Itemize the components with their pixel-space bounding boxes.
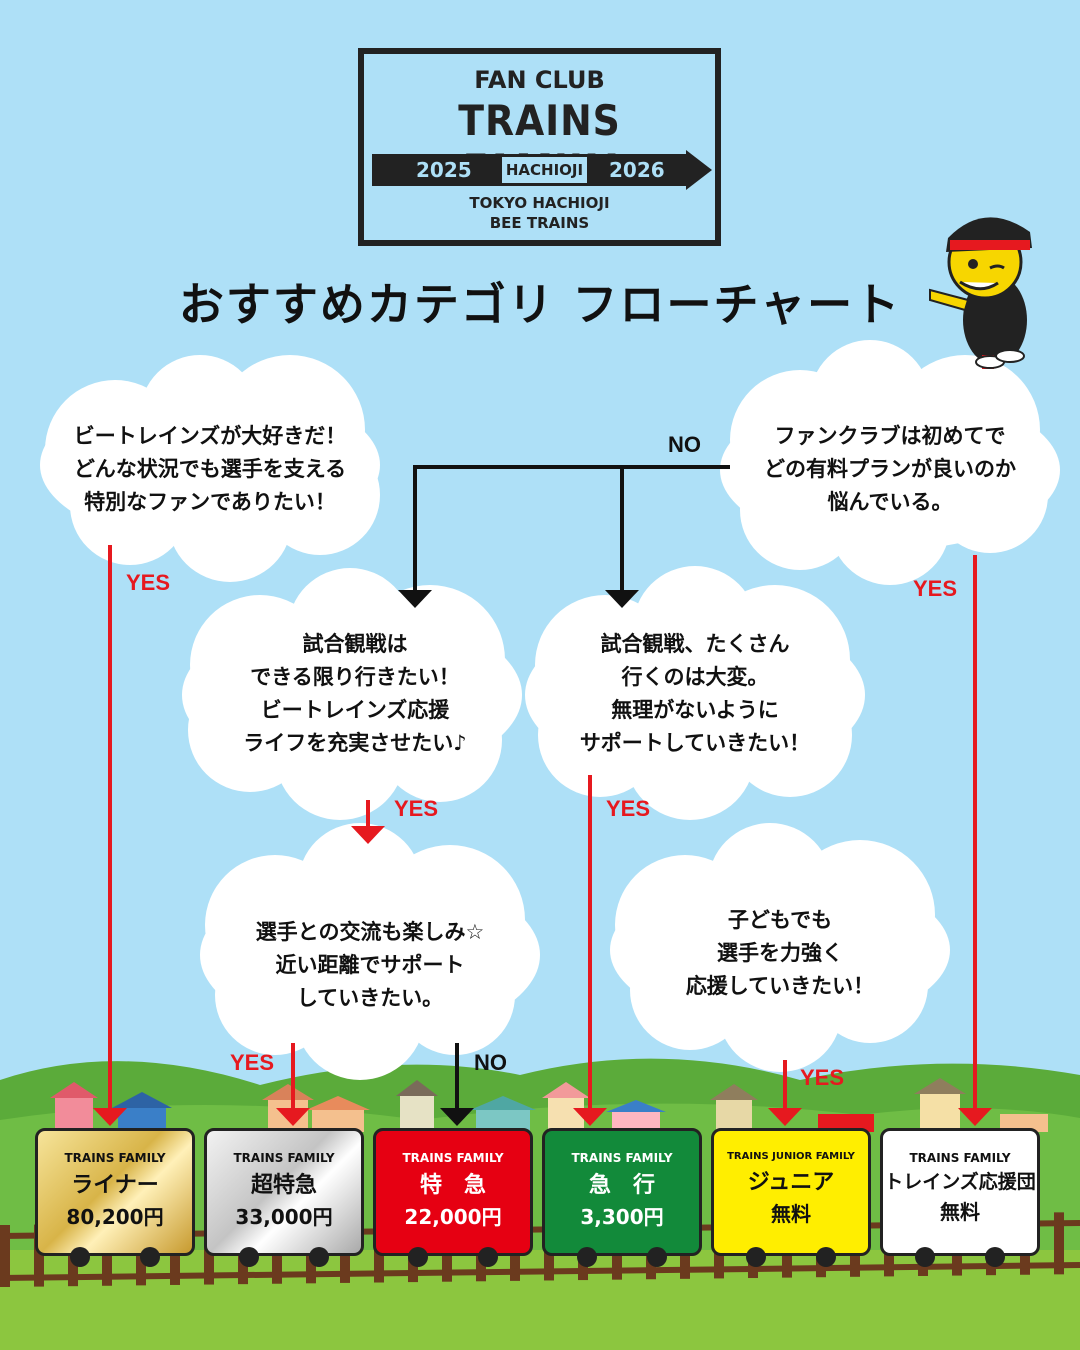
logo-team-line1: TOKYO HACHIOJI bbox=[469, 194, 610, 212]
car-name: 特 急 bbox=[419, 1173, 486, 1198]
q3-line: ライフを充実させたい♪ bbox=[243, 731, 467, 755]
wheel-icon bbox=[816, 1247, 836, 1267]
car-brand: TRAINS JUNIOR FAMILY bbox=[727, 1151, 855, 1162]
question-3: 試合観戦は できる限り行きたい！ ビートレインズ応援 ライフを充実させたい♪ bbox=[190, 628, 520, 760]
wheel-icon bbox=[478, 1247, 498, 1267]
yes-label-q6: YES bbox=[800, 1065, 845, 1090]
q4-line: 行くのは大変。 bbox=[621, 665, 769, 689]
bee-mascot-icon bbox=[929, 217, 1032, 369]
plan-car-supporters: TRAINS FAMILY トレインズ応援団 無料 bbox=[880, 1128, 1040, 1267]
q3-line: 試合観戦は bbox=[302, 632, 408, 656]
q3-line: できる限り行きたい！ bbox=[250, 665, 460, 689]
cloud-q4 bbox=[525, 566, 865, 820]
q2-line: どの有料プランが良いのか bbox=[764, 457, 1016, 481]
car-brand: TRAINS FAMILY bbox=[402, 1151, 504, 1165]
wheel-icon bbox=[70, 1247, 90, 1267]
q5-line: 近い距離でサポート bbox=[275, 953, 465, 977]
plan-car-junior: TRAINS JUNIOR FAMILY ジュニア 無料 bbox=[711, 1128, 871, 1267]
q5-line: 選手との交流も楽しみ☆ bbox=[255, 920, 485, 944]
logo-team-line2: BEE TRAINS bbox=[489, 214, 590, 232]
car-name: 急 行 bbox=[588, 1173, 655, 1198]
q1-line: どんな状況でも選手を支える bbox=[73, 457, 347, 481]
fan-club-logo: FAN CLUB TRAINS FAMILY 2025 HACHIOJI 202… bbox=[358, 48, 721, 246]
car-brand: TRAINS FAMILY bbox=[909, 1151, 1011, 1165]
rail-sleeper bbox=[34, 1224, 44, 1287]
wheel-icon bbox=[408, 1247, 428, 1267]
question-5: 選手との交流も楽しみ☆ 近い距離でサポート していきたい。 bbox=[205, 916, 535, 1015]
q4-line: 試合観戦、たくさん bbox=[600, 632, 790, 656]
yes-label-q3: YES bbox=[394, 796, 439, 821]
wheel-icon bbox=[746, 1247, 766, 1267]
cloud-q6 bbox=[610, 823, 950, 1072]
question-6: 子どもでも 選手を力強く 応援していきたい！ bbox=[615, 904, 945, 1003]
q2-line: 悩んでいる。 bbox=[827, 490, 953, 514]
car-name: ジュニア bbox=[747, 1170, 835, 1195]
car-name: ライナー bbox=[71, 1173, 159, 1198]
car-brand: TRAINS FAMILY bbox=[233, 1151, 335, 1165]
wheel-icon bbox=[577, 1247, 597, 1267]
q4-line: サポートしていきたい！ bbox=[579, 731, 811, 755]
q5-line: していきたい。 bbox=[296, 986, 444, 1010]
no-label-q5: NO bbox=[474, 1050, 507, 1075]
yes-label-q5: YES bbox=[230, 1050, 275, 1075]
wheel-icon bbox=[915, 1247, 935, 1267]
logo-year-start: 2025 bbox=[416, 158, 472, 182]
car-price: 33,000円 bbox=[235, 1205, 333, 1229]
logo-arrow-icon bbox=[686, 150, 712, 190]
car-price: 80,200円 bbox=[66, 1205, 164, 1229]
question-4: 試合観戦、たくさん 行くのは大変。 無理がないように サポートしていきたい！ bbox=[530, 628, 860, 760]
cloud-q1 bbox=[40, 355, 380, 582]
logo-city: HACHIOJI bbox=[502, 157, 587, 183]
question-2: ファンクラブは初めてで どの有料プランが良いのか 悩んでいる。 bbox=[725, 420, 1055, 519]
wheel-icon bbox=[985, 1247, 1005, 1267]
wheel-icon bbox=[647, 1247, 667, 1267]
question-1: ビートレインズが大好きだ！ どんな状況でも選手を支える 特別なファンでありたい！ bbox=[45, 420, 375, 519]
q6-line: 応援していきたい！ bbox=[685, 974, 875, 998]
car-brand: TRAINS FAMILY bbox=[64, 1151, 166, 1165]
q2-line: ファンクラブは初めてで bbox=[774, 424, 1006, 448]
car-brand: TRAINS FAMILY bbox=[571, 1151, 673, 1165]
q6-line: 子どもでも bbox=[727, 908, 833, 932]
q6-line: 選手を力強く bbox=[717, 941, 843, 965]
cloud-q3 bbox=[182, 568, 522, 820]
cloud-q5 bbox=[200, 823, 540, 1080]
logo-club: FAN CLUB bbox=[474, 66, 605, 94]
car-price: 22,000円 bbox=[404, 1205, 502, 1229]
wheel-icon bbox=[239, 1247, 259, 1267]
car-price: 無料 bbox=[771, 1202, 811, 1226]
car-name: 超特急 bbox=[250, 1173, 317, 1198]
plan-car-limited-express: TRAINS FAMILY 特 急 22,000円 bbox=[373, 1128, 533, 1267]
q3-line: ビートレインズ応援 bbox=[260, 698, 450, 722]
car-price: 3,300円 bbox=[580, 1205, 664, 1229]
q4-line: 無理がないように bbox=[611, 698, 779, 722]
car-name: トレインズ応援団 bbox=[884, 1171, 1036, 1193]
logo-year-end: 2026 bbox=[609, 158, 665, 182]
yes-label-q4: YES bbox=[606, 796, 651, 821]
plan-car-liner: TRAINS FAMILY ライナー 80,200円 bbox=[35, 1128, 195, 1267]
page-title: おすすめカテゴリ フローチャート bbox=[178, 278, 902, 331]
q1-line: 特別なファンでありたい！ bbox=[84, 490, 336, 514]
car-price: 無料 bbox=[940, 1200, 980, 1224]
cloud-q2 bbox=[720, 340, 1060, 585]
wheel-icon bbox=[309, 1247, 329, 1267]
yes-label-q1: YES bbox=[126, 570, 171, 595]
rail-sleeper bbox=[1054, 1212, 1064, 1275]
wheel-icon bbox=[140, 1247, 160, 1267]
rail-sleeper bbox=[0, 1225, 10, 1287]
q1-line: ビートレインズが大好きだ！ bbox=[73, 424, 347, 448]
plan-car-super-express: TRAINS FAMILY 超特急 33,000円 bbox=[204, 1128, 364, 1267]
no-label-q2: NO bbox=[668, 432, 701, 457]
yes-label-q2: YES bbox=[913, 576, 958, 601]
plan-car-express: TRAINS FAMILY 急 行 3,300円 bbox=[542, 1128, 702, 1267]
